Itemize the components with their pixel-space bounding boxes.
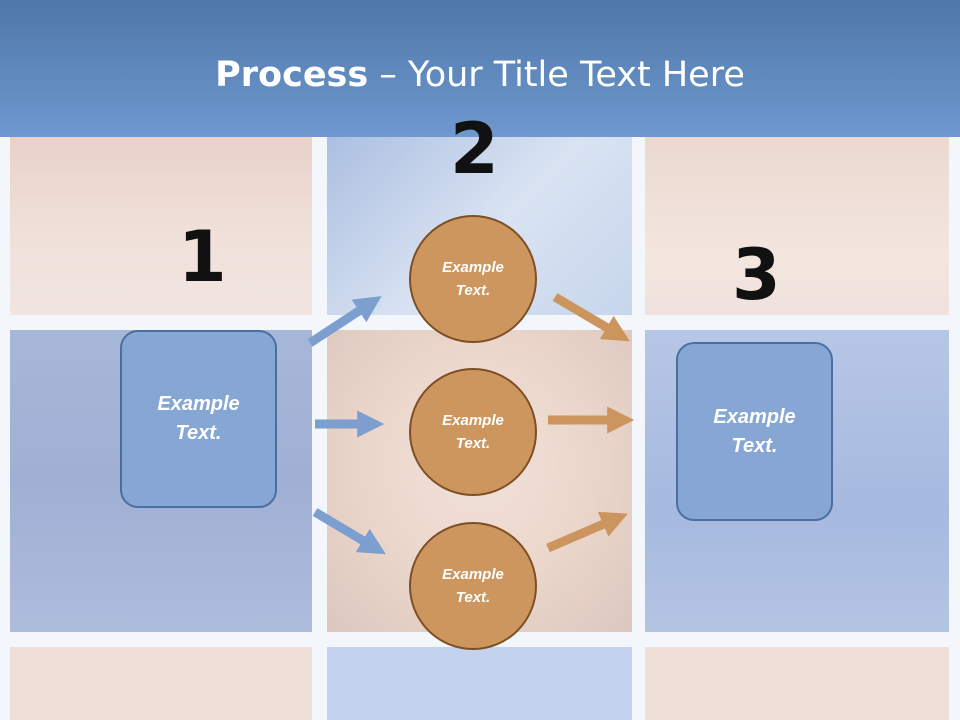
step-3-text-line1: Example: [713, 405, 796, 428]
photo-smile-top-right: [645, 120, 949, 315]
step-1-text-line1: Example: [157, 393, 240, 415]
circle-3-line1: Example: [442, 566, 504, 583]
step-number-3: 3: [732, 234, 781, 316]
step-1-text-line2: Text.: [175, 422, 222, 444]
title-rest: – Your Title Text Here: [368, 55, 745, 95]
step-number-1: 1: [178, 216, 227, 298]
title-bold: Process: [215, 55, 369, 95]
circle-2-line1: Example: [442, 412, 504, 429]
arrow-from-circle-1: [552, 293, 630, 342]
arrow-to-circle-1: [307, 296, 382, 347]
circle-1-line1: Example: [442, 259, 504, 276]
step-number-2: 2: [450, 108, 499, 190]
title-banner: [0, 0, 960, 137]
arrow-to-circle-3: [312, 508, 386, 555]
circle-1-line2: Text.: [455, 282, 491, 299]
photo-bottom-right: [645, 647, 949, 720]
slide-title: Process – Your Title Text Here: [0, 55, 960, 95]
step-3-text-line2: Text.: [731, 434, 778, 457]
arrow-from-circle-3: [546, 511, 628, 553]
photo-smile-top-left: [10, 120, 312, 315]
photo-bottom-left: [10, 647, 312, 720]
photo-bottom-middle: [327, 647, 632, 720]
circle-3-line2: Text.: [455, 589, 491, 606]
circle-2-line2: Text.: [455, 435, 491, 452]
